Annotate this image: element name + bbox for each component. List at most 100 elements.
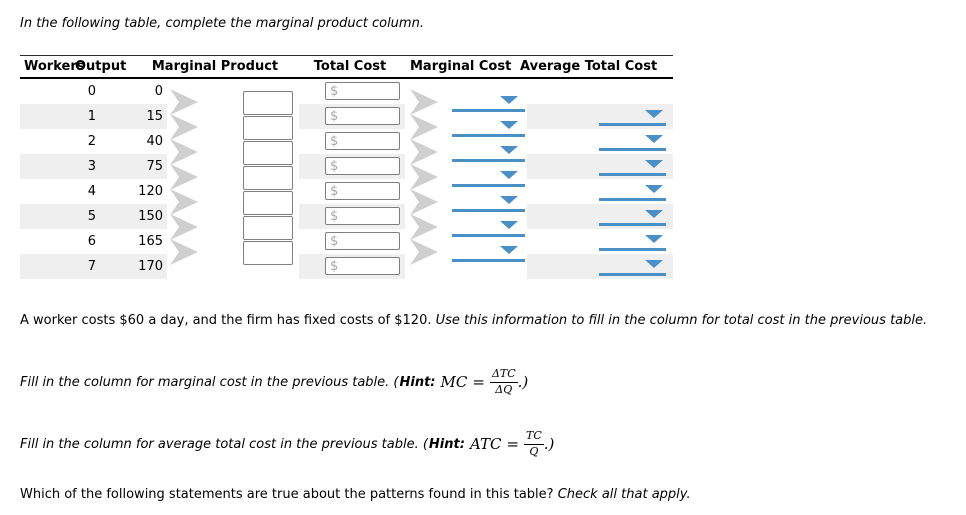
dropdown-arrow-icon (500, 121, 518, 129)
chevron-right-icon (410, 89, 438, 115)
workers-cell: 0 (87, 84, 96, 99)
fraction-numerator: ΔTC (489, 367, 518, 383)
dropdown-underline (599, 148, 666, 151)
dropdown-arrow-icon (500, 96, 518, 104)
marginal-product-input[interactable] (243, 116, 293, 140)
output-cell: 15 (146, 109, 163, 124)
marginal-cost-select[interactable] (452, 146, 525, 162)
dropdown-underline (599, 173, 666, 176)
dropdown-underline (452, 109, 525, 112)
question-italic-text: Check all that apply. (557, 487, 691, 502)
average-total-cost-select[interactable] (599, 110, 666, 126)
dropdown-arrow-icon (645, 135, 663, 143)
hint-label: Hint: (428, 436, 465, 452)
workers-cell: 7 (87, 259, 96, 274)
col-header-total-cost: Total Cost (313, 59, 387, 74)
marginal-product-input[interactable] (243, 216, 293, 240)
output-cell: 0 (154, 84, 163, 99)
chevron-right-icon (410, 164, 438, 190)
chevron-right-icon (170, 89, 198, 115)
row-stripe (20, 154, 167, 179)
equals-sign: = (506, 434, 520, 453)
marginal-product-input[interactable] (243, 241, 293, 265)
col-header-marginal-cost: Marginal Cost (410, 59, 512, 74)
total-cost-input[interactable] (325, 182, 400, 200)
dropdown-underline (452, 209, 525, 212)
average-total-cost-select[interactable] (599, 160, 666, 176)
average-total-cost-select[interactable] (599, 235, 666, 251)
col-header-marginal-product: Marginal Product (151, 59, 279, 74)
total-cost-input[interactable] (325, 157, 400, 175)
formula-lhs: ATC (469, 434, 502, 453)
marginal-cost-select[interactable] (452, 171, 525, 187)
total-cost-input[interactable] (325, 107, 400, 125)
dropdown-underline (452, 184, 525, 187)
marginal-cost-select[interactable] (452, 221, 525, 237)
marginal-product-input[interactable] (243, 91, 293, 115)
marginal-cost-select[interactable] (452, 121, 525, 137)
marginal-cost-select[interactable] (452, 246, 525, 262)
col-header-average-total-cost: Average Total Cost (520, 59, 658, 74)
question-text: Which of the following statements are tr… (20, 487, 554, 502)
col-header-workers: Workers (24, 59, 85, 74)
dropdown-underline (599, 123, 666, 126)
fraction-numerator: TC (524, 429, 544, 445)
total-cost-input[interactable] (325, 82, 400, 100)
dropdown-arrow-icon (500, 196, 518, 204)
equals-sign: = (472, 372, 485, 391)
hint-label: Hint: (399, 374, 436, 390)
marginal-cost-select[interactable] (452, 96, 525, 112)
average-total-cost-instruction: Fill in the column for average total cos… (20, 429, 950, 458)
instruction-text: Fill in the column for marginal cost in … (20, 374, 399, 390)
output-cell: 170 (138, 259, 163, 274)
marginal-cost-select[interactable] (452, 196, 525, 212)
chevron-right-icon (170, 114, 198, 140)
output-cell: 150 (138, 209, 163, 224)
dropdown-arrow-icon (645, 235, 663, 243)
header-divider (20, 77, 673, 79)
average-total-cost-select[interactable] (599, 260, 666, 276)
marginal-product-input[interactable] (243, 141, 293, 165)
chevron-right-icon (170, 189, 198, 215)
total-cost-input[interactable] (325, 132, 400, 150)
output-cell: 165 (138, 234, 163, 249)
chevron-right-icon (170, 139, 198, 165)
row-stripe (20, 204, 167, 229)
dropdown-arrow-icon (500, 221, 518, 229)
marginal-product-input[interactable] (243, 191, 293, 215)
marginal-cost-instruction: Fill in the column for marginal cost in … (20, 367, 950, 396)
dropdown-arrow-icon (500, 171, 518, 179)
workers-cell: 2 (87, 134, 96, 149)
output-cell: 40 (146, 134, 163, 149)
dropdown-arrow-icon (645, 110, 663, 118)
instruction-italic-text: Use this information to fill in the colu… (435, 313, 928, 328)
dropdown-underline (599, 198, 666, 201)
dropdown-underline (599, 273, 666, 276)
workers-cell: 5 (87, 209, 96, 224)
total-cost-input[interactable] (325, 232, 400, 250)
dropdown-underline (452, 259, 525, 262)
total-cost-input[interactable] (325, 257, 400, 275)
dropdown-underline (599, 223, 666, 226)
formula-close: .) (543, 434, 555, 453)
total-cost-instruction: A worker costs $60 a day, and the firm h… (20, 312, 950, 329)
total-cost-input[interactable] (325, 207, 400, 225)
row-stripe (20, 104, 167, 129)
question-intro: In the following table, complete the mar… (20, 16, 424, 31)
chevron-right-icon (170, 164, 198, 190)
fraction-denominator: ΔQ (495, 382, 513, 396)
dropdown-arrow-icon (500, 246, 518, 254)
average-total-cost-select[interactable] (599, 210, 666, 226)
chevron-right-icon (410, 189, 438, 215)
average-total-cost-select[interactable] (599, 185, 666, 201)
marginal-product-input[interactable] (243, 166, 293, 190)
dropdown-arrow-icon (500, 146, 518, 154)
fraction-denominator: Q (529, 444, 539, 458)
average-total-cost-select[interactable] (599, 135, 666, 151)
workers-cell: 1 (87, 109, 96, 124)
chevron-right-icon (410, 114, 438, 140)
col-header-output: Output (75, 59, 127, 74)
